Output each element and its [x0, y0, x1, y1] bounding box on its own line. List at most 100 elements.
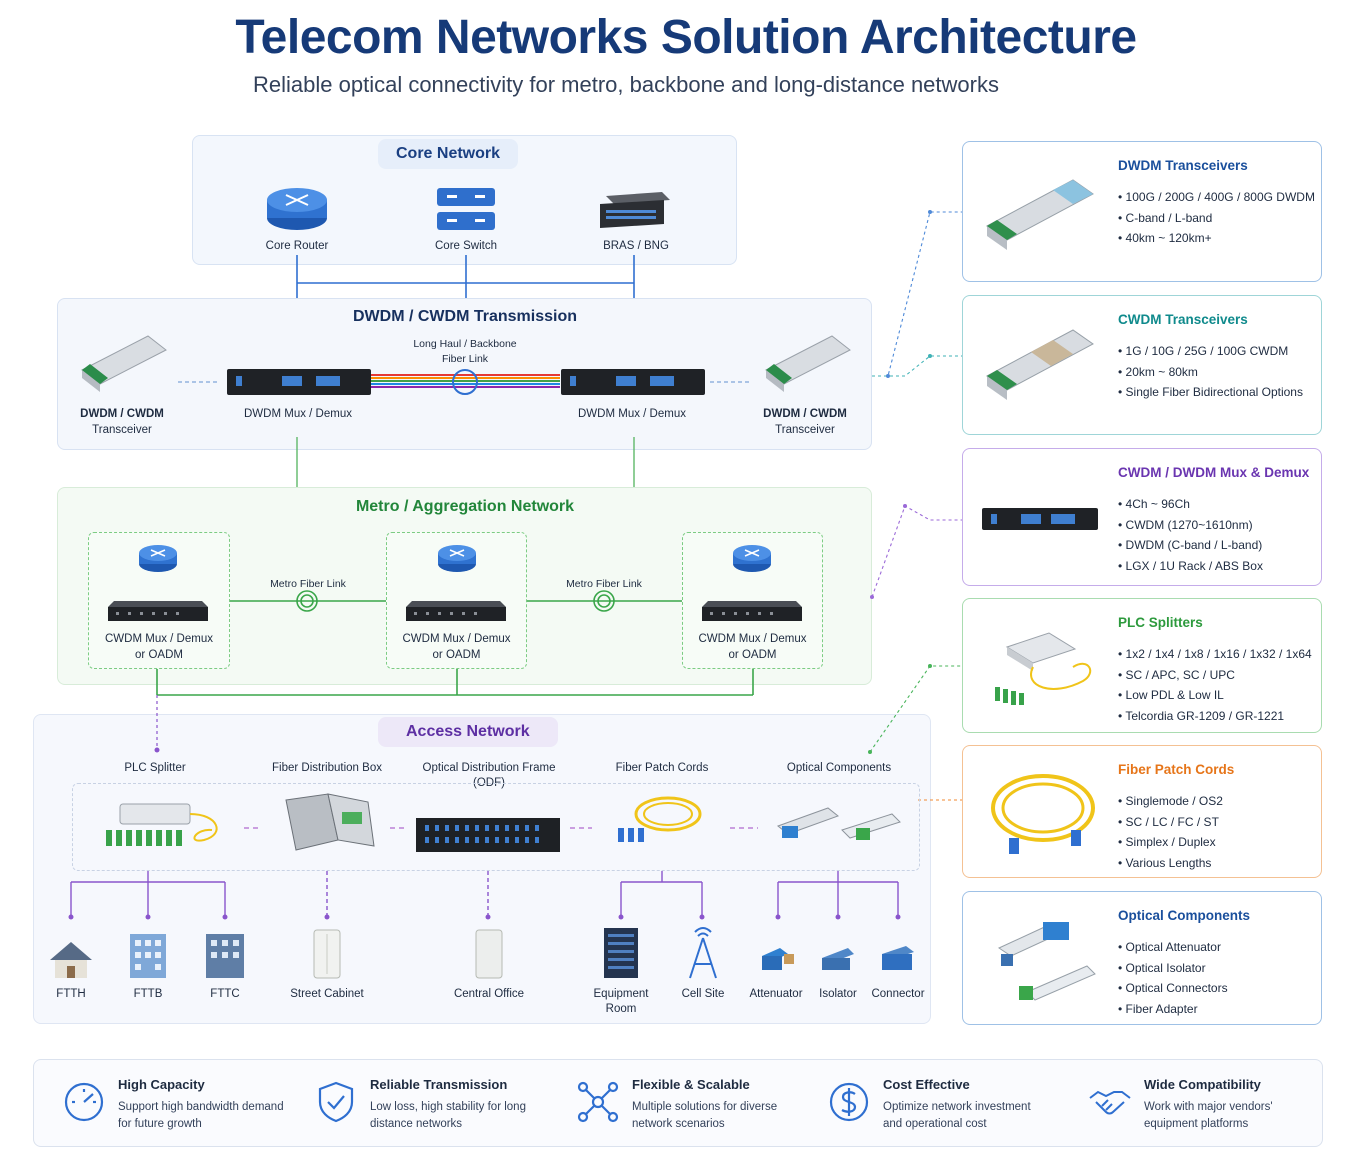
- core-network-title: Core Network: [378, 139, 519, 169]
- fttc-label: FTTC: [210, 988, 240, 1000]
- network-nodes-icon: [577, 1081, 619, 1123]
- attenuator-label: Attenuator: [749, 988, 803, 1000]
- metro-router-icon-1: [139, 545, 177, 572]
- feature-flexible-scalable: Flexible & Scalable Multiple solutions f…: [576, 1060, 806, 1148]
- equipment-room-icon: [604, 928, 638, 978]
- optical-components-icon: [776, 807, 901, 840]
- gauge-icon: [64, 1082, 104, 1122]
- building-icon-fttb: [130, 934, 166, 978]
- backbone-link-label-line2: Fiber Link: [441, 353, 489, 365]
- feature-desc: Support high bandwidth demand for future…: [118, 1101, 284, 1130]
- core-router-icon: [267, 188, 327, 230]
- card-item: CWDM (1270~1610nm): [1118, 515, 1318, 536]
- fttb-label: FTTB: [133, 988, 163, 1000]
- left-transceiver-label-line2: Transceiver: [92, 424, 152, 436]
- card-list: 1x2 / 1x4 / 1x8 / 1x16 / 1x32 / 1x64 SC …: [1118, 644, 1323, 726]
- feature-desc: Optimize network investment and operatio…: [883, 1101, 1031, 1130]
- feature-cost-effective: Cost Effective Optimize network investme…: [827, 1060, 1057, 1148]
- metro-router-icon-2: [438, 545, 476, 572]
- attenuator-icon: [762, 948, 794, 970]
- cwdm-mux-icon-1: [108, 601, 208, 621]
- card-title: DWDM Transceivers: [1118, 158, 1248, 173]
- isolator-icon: [822, 948, 854, 970]
- cell-site-icon: [689, 927, 717, 979]
- metro-link-label-2: Metro Fiber Link: [566, 578, 642, 590]
- dwdm-mux-icon-left: [227, 369, 371, 395]
- card-item: 1x2 / 1x4 / 1x8 / 1x16 / 1x32 / 1x64: [1118, 644, 1323, 665]
- card-item: Low PDL & Low IL: [1118, 685, 1323, 706]
- dwdm-mux-icon-right: [561, 369, 705, 395]
- card-optical-components: Optical Components Optical Attenuator Op…: [962, 891, 1322, 1025]
- left-mux-label: DWDM Mux / Demux: [244, 408, 352, 420]
- card-item: 100G / 200G / 400G / 800G DWDM: [1118, 187, 1318, 208]
- shield-check-icon: [318, 1081, 354, 1123]
- odf-label-line1: Optical Distribution Frame: [422, 762, 556, 774]
- optical-components-label: Optical Components: [786, 762, 892, 774]
- card-title: PLC Splitters: [1118, 615, 1203, 630]
- card-title: CWDM / DWDM Mux & Demux: [1118, 465, 1310, 480]
- metro-router-icon-3: [733, 545, 771, 572]
- equipment-room-label-line1: Equipment: [593, 988, 649, 1000]
- patch-cords-label: Fiber Patch Cords: [615, 762, 709, 774]
- card-list: 100G / 200G / 400G / 800G DWDM C-band / …: [1118, 187, 1318, 249]
- card-mux-demux: CWDM / DWDM Mux & Demux 4Ch ~ 96Ch CWDM …: [962, 448, 1322, 586]
- optical-components-product-icon: [997, 922, 1096, 1001]
- card-title: CWDM Transceivers: [1118, 312, 1248, 327]
- card-item: SC / LC / FC / ST: [1118, 812, 1318, 833]
- patch-cord-icon: [618, 796, 702, 842]
- building-icon-fttc: [206, 934, 244, 978]
- card-item: LGX / 1U Rack / ABS Box: [1118, 556, 1318, 577]
- dwdm-section-title: DWDM / CWDM Transmission: [352, 308, 577, 325]
- transceiver-icon-left: [81, 335, 167, 392]
- card-item: 1G / 10G / 25G / 100G CWDM: [1118, 341, 1318, 362]
- card-item: Single Fiber Bidirectional Options: [1118, 382, 1318, 403]
- central-office-label: Central Office: [453, 988, 525, 1000]
- right-transceiver-label-line1: DWDM / CWDM: [763, 408, 847, 420]
- card-item: DWDM (C-band / L-band): [1118, 535, 1318, 556]
- card-item: Telcordia GR-1209 / GR-1221: [1118, 706, 1323, 727]
- dollar-coin-icon: [829, 1082, 869, 1122]
- cell-site-label: Cell Site: [681, 988, 725, 1000]
- ftth-label: FTTH: [56, 988, 86, 1000]
- card-item: Optical Isolator: [1118, 958, 1318, 979]
- isolator-label: Isolator: [819, 988, 857, 1000]
- right-transceiver-label-line2: Transceiver: [775, 424, 835, 436]
- bras-icon: [600, 192, 670, 228]
- patch-cord-product-icon: [991, 774, 1095, 854]
- bras-label: BRAS / BNG: [603, 240, 669, 252]
- connector-icon: [882, 946, 914, 970]
- handshake-icon: [1089, 1090, 1131, 1115]
- core-switch-icon: [437, 188, 495, 230]
- card-list: Singlemode / OS2 SC / LC / FC / ST Simpl…: [1118, 791, 1318, 873]
- metro-node-2-label-line1: CWDM Mux / Demux: [402, 633, 511, 645]
- card-item: Singlemode / OS2: [1118, 791, 1318, 812]
- card-item: 4Ch ~ 96Ch: [1118, 494, 1318, 515]
- metro-section-title: Metro / Aggregation Network: [355, 498, 575, 515]
- street-cabinet-icon: [313, 929, 341, 979]
- page-subtitle: Reliable optical connectivity for metro,…: [253, 72, 999, 97]
- card-title: Fiber Patch Cords: [1118, 762, 1235, 777]
- central-office-icon: [475, 929, 503, 979]
- card-item: Simplex / Duplex: [1118, 832, 1318, 853]
- card-item: Fiber Adapter: [1118, 999, 1318, 1020]
- feature-desc: Low loss, high stability for long distan…: [370, 1101, 526, 1130]
- core-switch-label: Core Switch: [435, 240, 497, 252]
- card-plc-splitters: PLC Splitters 1x2 / 1x4 / 1x8 / 1x16 / 1…: [962, 598, 1322, 733]
- card-list: Optical Attenuator Optical Isolator Opti…: [1118, 937, 1318, 1019]
- transceiver-icon-right: [765, 335, 851, 392]
- plc-splitter-product-icon: [995, 632, 1092, 705]
- odf-icon: [416, 818, 560, 852]
- fiber-distribution-box-label: Fiber Distribution Box: [272, 762, 382, 774]
- house-icon: [50, 942, 92, 978]
- features-bar: High Capacity Support high bandwidth dem…: [33, 1059, 1323, 1147]
- card-cwdm-transceivers: CWDM Transceivers 1G / 10G / 25G / 100G …: [962, 295, 1322, 435]
- dwdm-transceiver-icon: [986, 179, 1094, 250]
- mux-demux-icon: [982, 508, 1098, 530]
- feature-desc: Work with major vendors' equipment platf…: [1144, 1101, 1273, 1130]
- card-item: Various Lengths: [1118, 853, 1318, 874]
- card-item: 20km ~ 80km: [1118, 362, 1318, 383]
- equipment-room-label-line2: Room: [605, 1003, 637, 1015]
- feature-wide-compatibility: Wide Compatibility Work with major vendo…: [1088, 1060, 1318, 1148]
- left-transceiver-label-line1: DWDM / CWDM: [80, 408, 164, 420]
